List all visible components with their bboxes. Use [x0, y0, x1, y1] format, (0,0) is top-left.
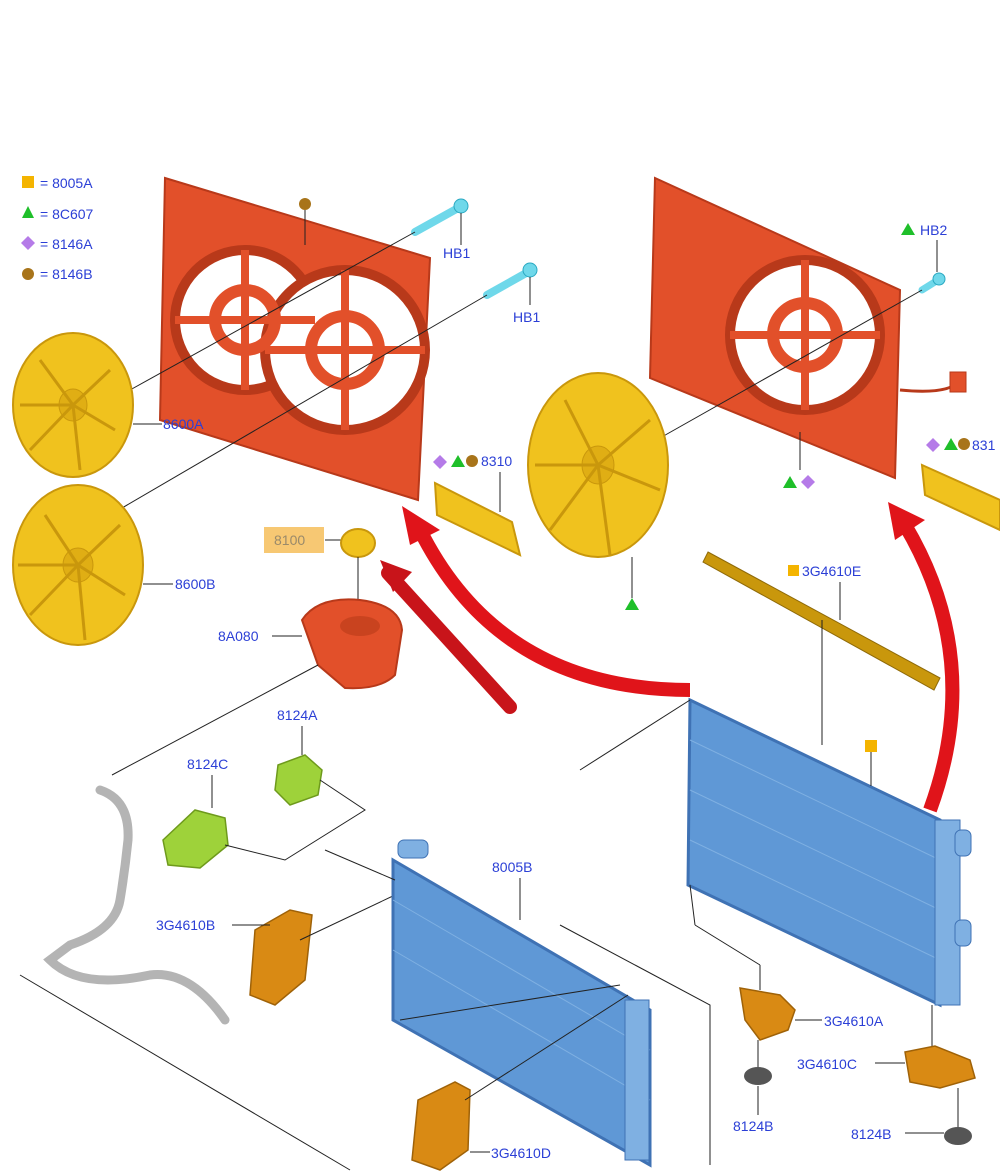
legend: = 8005A = 8C607 = 8146A = 8146B	[21, 175, 94, 282]
circle-icon	[958, 438, 970, 450]
label-8600b: 8600B	[175, 576, 215, 592]
clip-8310	[433, 481, 522, 557]
label-8124c: 8124C	[187, 756, 228, 772]
left-fan-shroud	[158, 176, 432, 502]
clip-831	[920, 463, 1000, 532]
label-8600a: 8600A	[163, 416, 204, 432]
label-3g4610e: 3G4610E	[802, 563, 861, 579]
bracket-3g4610b	[249, 909, 313, 1006]
red-arrow-left-shroud	[413, 526, 691, 697]
label-hb2: HB2	[920, 222, 947, 238]
triangle-icon	[901, 223, 915, 235]
red-arrow-cap	[381, 566, 517, 714]
label-8124b-right: 8124B	[851, 1126, 891, 1142]
circle-icon	[22, 268, 34, 280]
radiator-right	[686, 697, 972, 1008]
fan-8600b	[12, 484, 144, 646]
legend-item-triangle: = 8C607	[40, 206, 94, 222]
label-8100: 8100	[274, 532, 305, 548]
diamond-icon	[926, 438, 940, 452]
label-3g4610b: 3G4610B	[156, 917, 215, 933]
bracket-3g4610d	[411, 1081, 471, 1171]
label-3g4610d: 3G4610D	[491, 1145, 551, 1161]
label-hb1-upper: HB1	[443, 245, 470, 261]
label-hb1-lower: HB1	[513, 309, 540, 325]
hose-assembly	[43, 785, 230, 1025]
bolt-hb1-upper	[411, 198, 469, 236]
pump-8124c	[162, 809, 229, 869]
label-8005b: 8005B	[492, 859, 532, 875]
circle-icon	[466, 455, 478, 467]
highlight-8100	[264, 527, 324, 553]
cap-8100	[340, 528, 376, 558]
fan-8600a	[12, 332, 134, 478]
radiator-8005b	[391, 839, 652, 1168]
legend-item-diamond: = 8146A	[40, 236, 93, 252]
diamond-icon	[801, 475, 815, 489]
label-8124b-left: 8124B	[733, 1118, 773, 1134]
label-8310: 8310	[481, 453, 512, 469]
triangle-icon	[783, 476, 797, 488]
diamond-icon	[21, 236, 35, 250]
label-3g4610a: 3G4610A	[824, 1013, 884, 1029]
red-arrow-right-shroud	[898, 521, 960, 813]
label-8a080: 8A080	[218, 628, 259, 644]
label-831: 831	[972, 437, 996, 453]
triangle-icon	[22, 206, 34, 218]
bracket-3g4610c	[904, 1045, 976, 1089]
square-icon	[865, 740, 877, 752]
triangle-icon	[944, 438, 958, 450]
label-8124a: 8124A	[277, 707, 318, 723]
square-icon	[22, 176, 34, 188]
triangle-icon	[625, 598, 639, 610]
bracket-3g4610a	[739, 987, 796, 1041]
legend-item-square: = 8005A	[40, 175, 93, 191]
grommet-8124b-left	[744, 1067, 772, 1085]
right-fan-shroud	[648, 176, 967, 480]
reservoir-8a080	[300, 598, 404, 690]
square-icon	[788, 565, 799, 576]
bolt-hb2	[918, 272, 946, 294]
bolt-hb1-lower	[483, 262, 538, 299]
pump-8124a	[274, 754, 323, 806]
triangle-icon	[451, 455, 465, 467]
fan-right	[527, 372, 669, 558]
circle-marker	[299, 198, 311, 210]
label-3g4610c: 3G4610C	[797, 1056, 857, 1072]
diamond-icon	[433, 455, 447, 469]
grommet-8124b-right	[944, 1127, 972, 1145]
legend-item-circle: = 8146B	[40, 266, 93, 282]
